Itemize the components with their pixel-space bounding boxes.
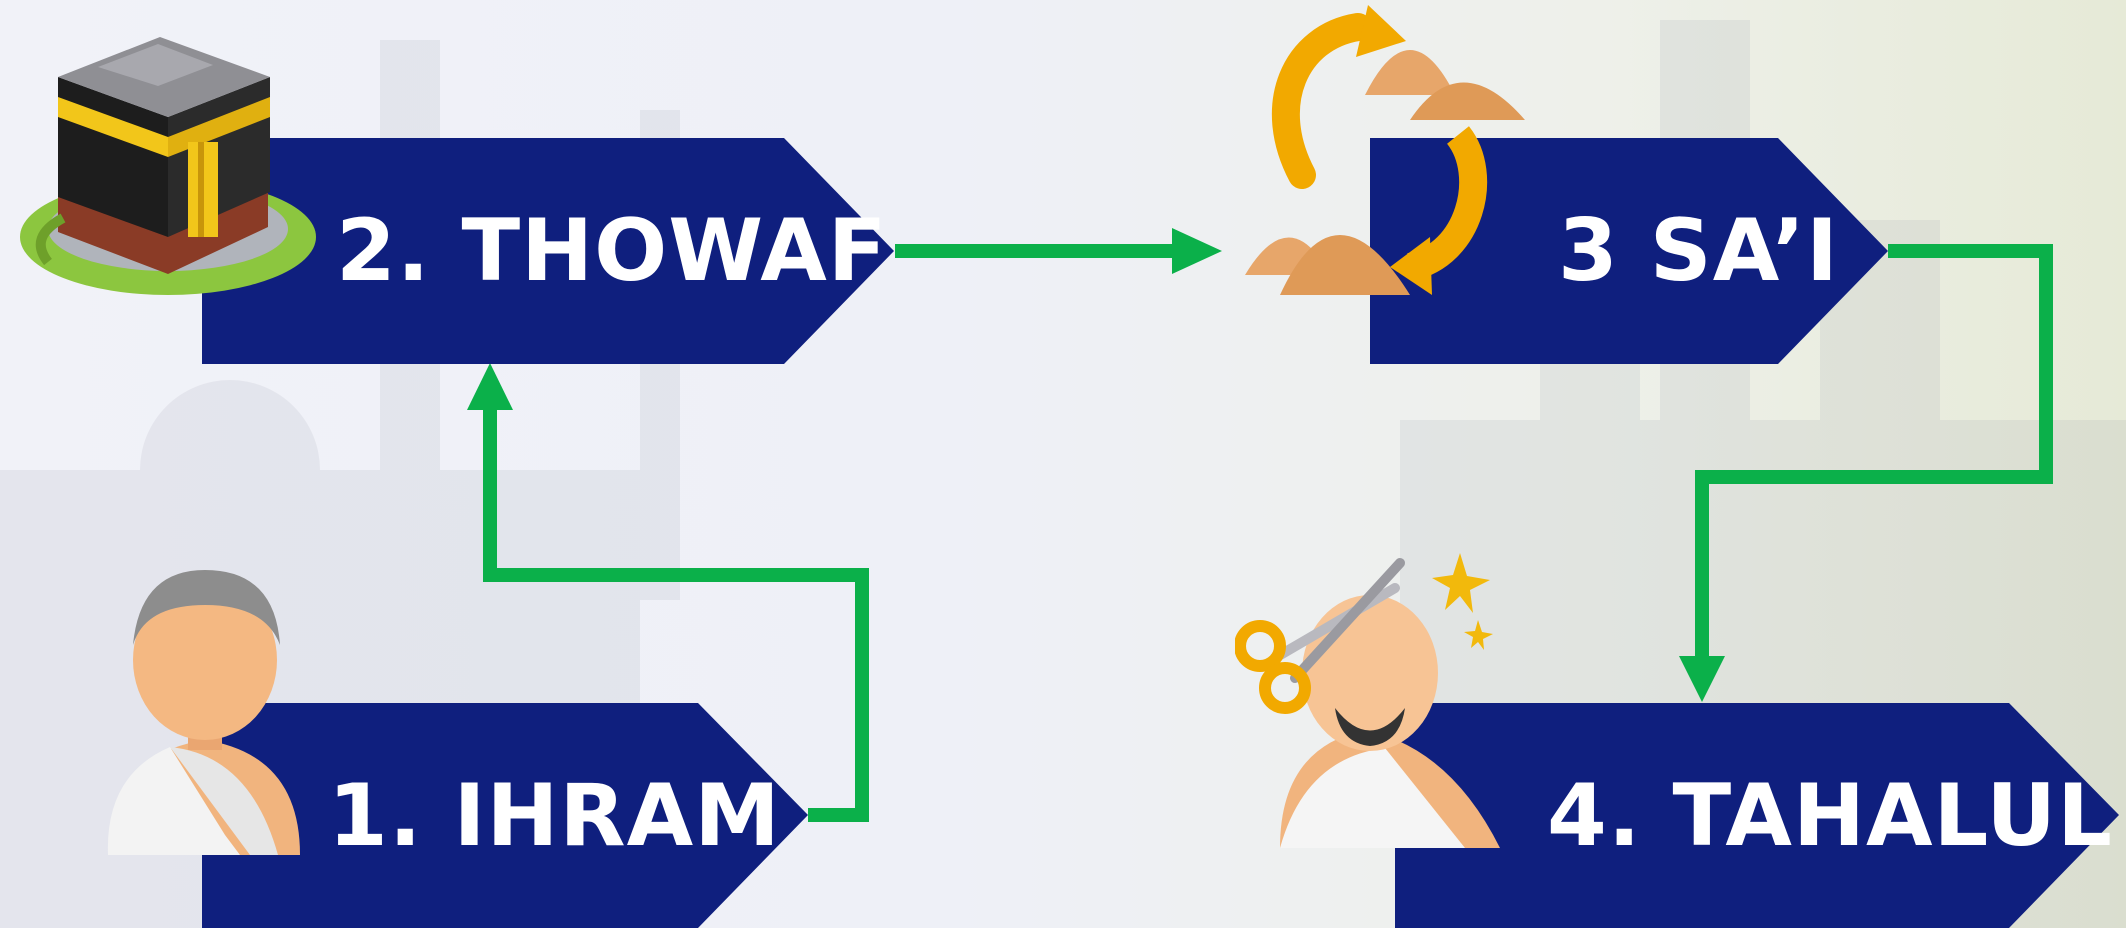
safa-marwah-hills-icon [1240,5,1540,305]
step-ihram-label: 1. IHRAM [328,703,781,928]
pilgrim-ihram-icon [100,565,310,865]
hair-cutting-icon [1235,548,1505,858]
kaaba-icon [8,22,328,307]
step-tahalul-label: 4. TAHALUL [1547,703,2113,928]
step-sai-label: 3 SA’I [1558,138,1839,364]
step-thowaf-label: 2. THOWAF [336,138,888,364]
